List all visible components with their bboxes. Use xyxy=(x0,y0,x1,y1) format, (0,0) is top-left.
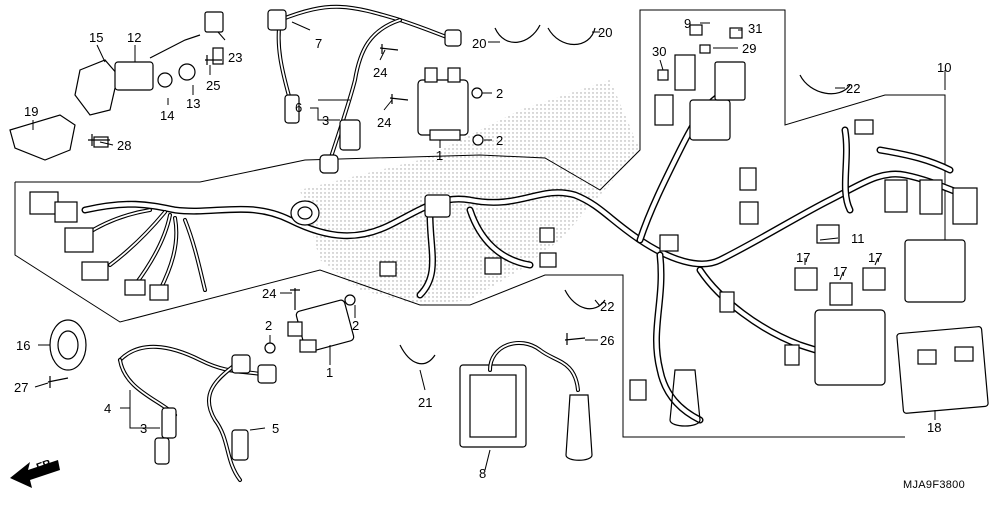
callout-26: 26 xyxy=(600,333,614,348)
callout-20: 20 xyxy=(598,25,612,40)
leader-lines xyxy=(32,21,946,471)
callout-3: 3 xyxy=(140,421,147,436)
callout-7: 7 xyxy=(315,36,322,51)
callouts: 1 1 2 2 2 2 3 3 4 5 6 7 8 9 10 11 12 13 … xyxy=(14,16,965,491)
ignition-coil-top xyxy=(417,67,469,141)
callout-25: 25 xyxy=(206,78,220,93)
callout-11: 11 xyxy=(851,231,865,246)
clamp-bands-top xyxy=(399,24,851,365)
callout-15: 15 xyxy=(89,30,103,45)
callout-1: 1 xyxy=(436,148,443,163)
harness-frame xyxy=(14,9,946,438)
callout-8: 8 xyxy=(479,466,486,481)
callout-24: 24 xyxy=(373,65,387,80)
horn xyxy=(49,319,87,371)
relays xyxy=(794,224,966,306)
harness-connectors xyxy=(290,119,978,401)
direction-label: FR. xyxy=(35,457,56,474)
callout-24: 24 xyxy=(262,286,276,301)
callout-6: 6 xyxy=(295,100,302,115)
clips xyxy=(264,87,484,354)
callout-14: 14 xyxy=(160,108,174,123)
regulator-rectifier xyxy=(459,340,593,461)
callout-19: 19 xyxy=(24,104,38,119)
callout-22: 22 xyxy=(846,81,860,96)
battery-sensor xyxy=(669,369,701,427)
callout-17: 17 xyxy=(796,250,810,265)
callout-21: 21 xyxy=(418,395,432,410)
callout-4: 4 xyxy=(104,401,111,416)
fuse-box-group xyxy=(654,24,746,141)
spark-plug-cap-top xyxy=(267,4,462,174)
callout-10: 10 xyxy=(937,60,951,75)
ignition-coil-lower xyxy=(287,299,355,353)
callout-24: 24 xyxy=(377,115,391,130)
callout-27: 27 xyxy=(14,380,28,395)
callout-29: 29 xyxy=(742,41,756,56)
callout-18: 18 xyxy=(927,420,941,435)
callout-28: 28 xyxy=(117,138,131,153)
callout-23: 23 xyxy=(228,50,242,65)
callout-5: 5 xyxy=(272,421,279,436)
spark-plug-cap-lower xyxy=(118,344,277,482)
callout-13: 13 xyxy=(186,96,200,111)
shaded-area xyxy=(300,80,640,305)
callout-22: 22 xyxy=(600,299,614,314)
callout-17: 17 xyxy=(833,264,847,279)
bolts xyxy=(47,44,586,388)
callout-31: 31 xyxy=(748,21,762,36)
callout-12: 12 xyxy=(127,30,141,45)
callout-2: 2 xyxy=(265,318,272,333)
callout-17: 17 xyxy=(868,250,882,265)
callout-20: 20 xyxy=(472,36,486,51)
callout-30: 30 xyxy=(652,44,666,59)
left-connector-group xyxy=(29,191,207,301)
callout-2: 2 xyxy=(496,86,503,101)
callout-2: 2 xyxy=(352,318,359,333)
callout-2: 2 xyxy=(496,133,503,148)
drawing-code: MJA9F3800 xyxy=(903,479,965,491)
callout-9: 9 xyxy=(684,16,691,31)
callout-1: 1 xyxy=(326,365,333,380)
fr-arrow xyxy=(10,460,60,488)
ecu-unit xyxy=(814,309,989,414)
callout-3: 3 xyxy=(322,113,329,128)
wire-harness xyxy=(81,91,969,424)
callout-16: 16 xyxy=(16,338,30,353)
